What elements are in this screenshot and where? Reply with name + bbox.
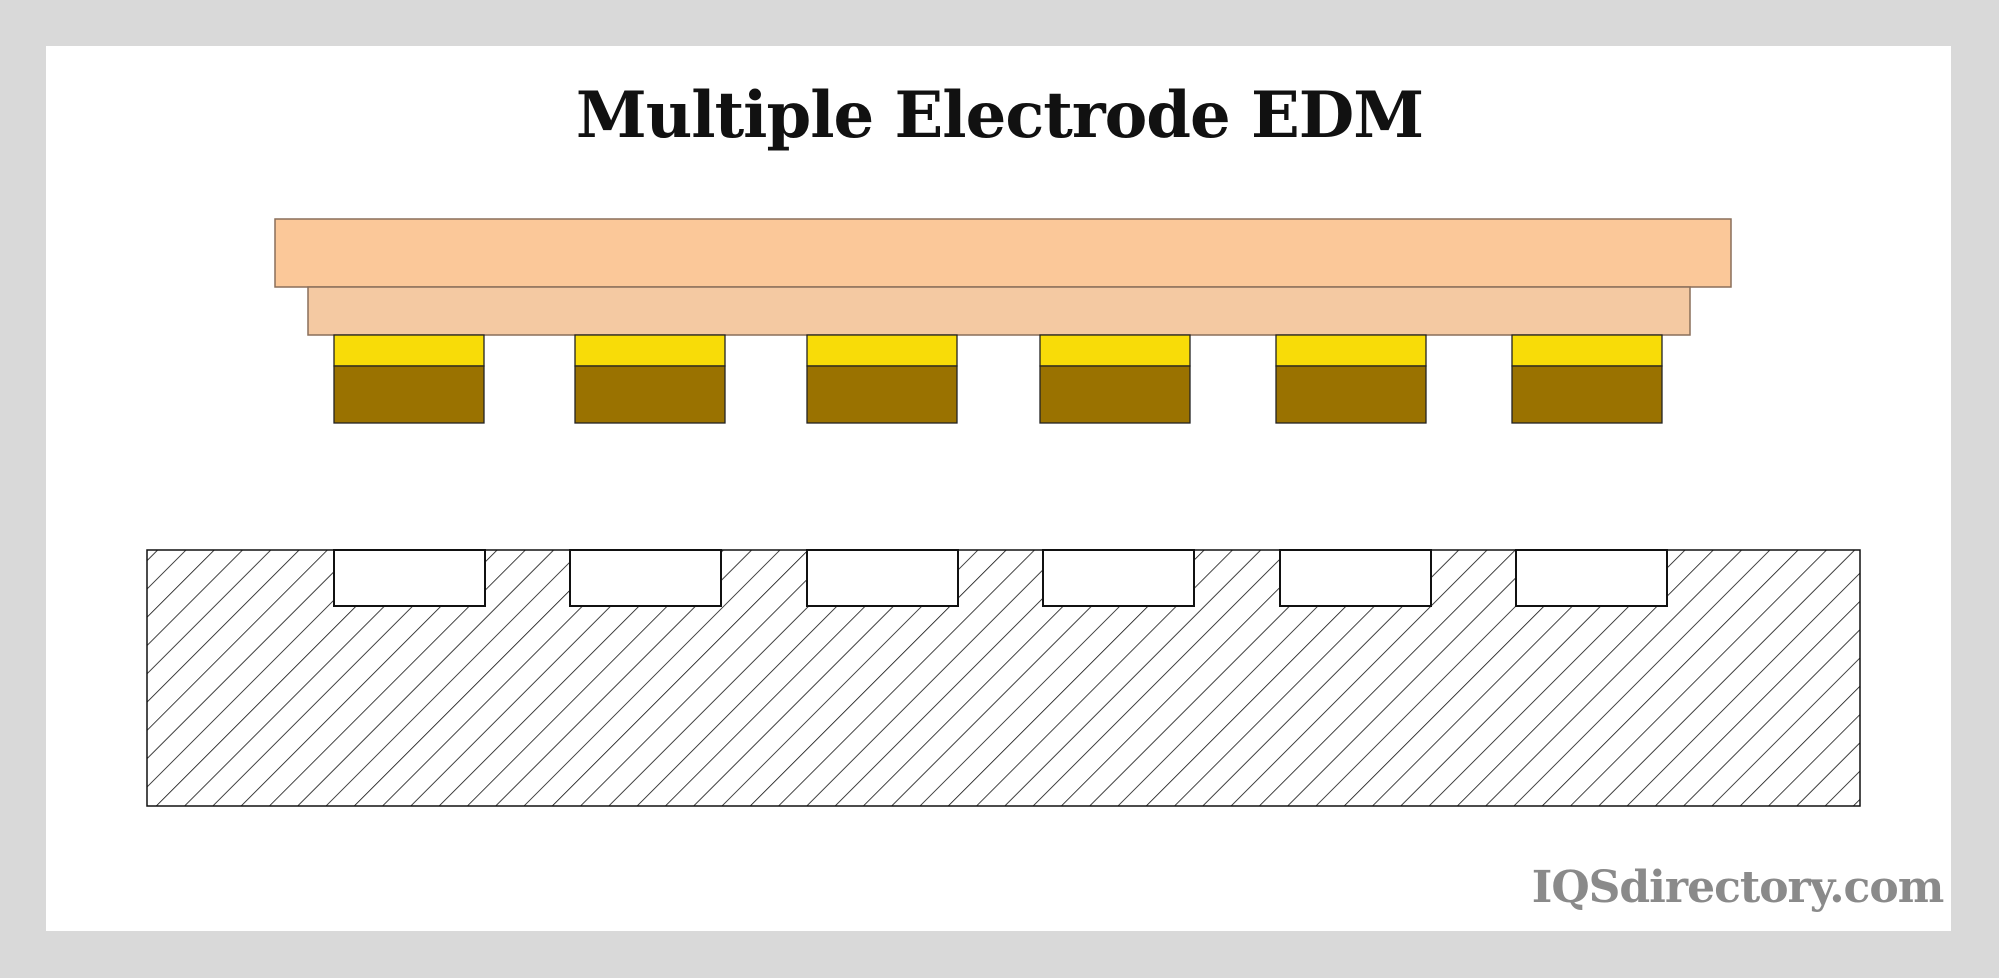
electrode-tip <box>333 334 485 367</box>
electrode-tip <box>1275 334 1427 367</box>
electrode-body <box>333 365 485 424</box>
machined-cavity <box>1042 549 1195 607</box>
electrode-body <box>574 365 726 424</box>
electrodes <box>333 334 1663 424</box>
electrode-body <box>1275 365 1427 424</box>
electrode-holder-top-plate <box>274 218 1732 288</box>
electrode-body <box>806 365 958 424</box>
electrode-body <box>1511 365 1663 424</box>
iqsdirectory-watermark: IQSdirectory.com <box>1531 862 1945 913</box>
electrode-holder-bottom-plate <box>307 286 1691 336</box>
machined-cavity <box>333 549 486 607</box>
electrode-tip <box>1511 334 1663 367</box>
cavities <box>333 549 1668 607</box>
electrode-body <box>1039 365 1191 424</box>
electrode-tip <box>1039 334 1191 367</box>
machined-cavity <box>569 549 722 607</box>
electrode-tip <box>574 334 726 367</box>
machined-cavity <box>806 549 959 607</box>
machined-cavity <box>1515 549 1668 607</box>
electrode-tip <box>806 334 958 367</box>
diagram-title: Multiple Electrode EDM <box>575 78 1424 153</box>
machined-cavity <box>1279 549 1432 607</box>
